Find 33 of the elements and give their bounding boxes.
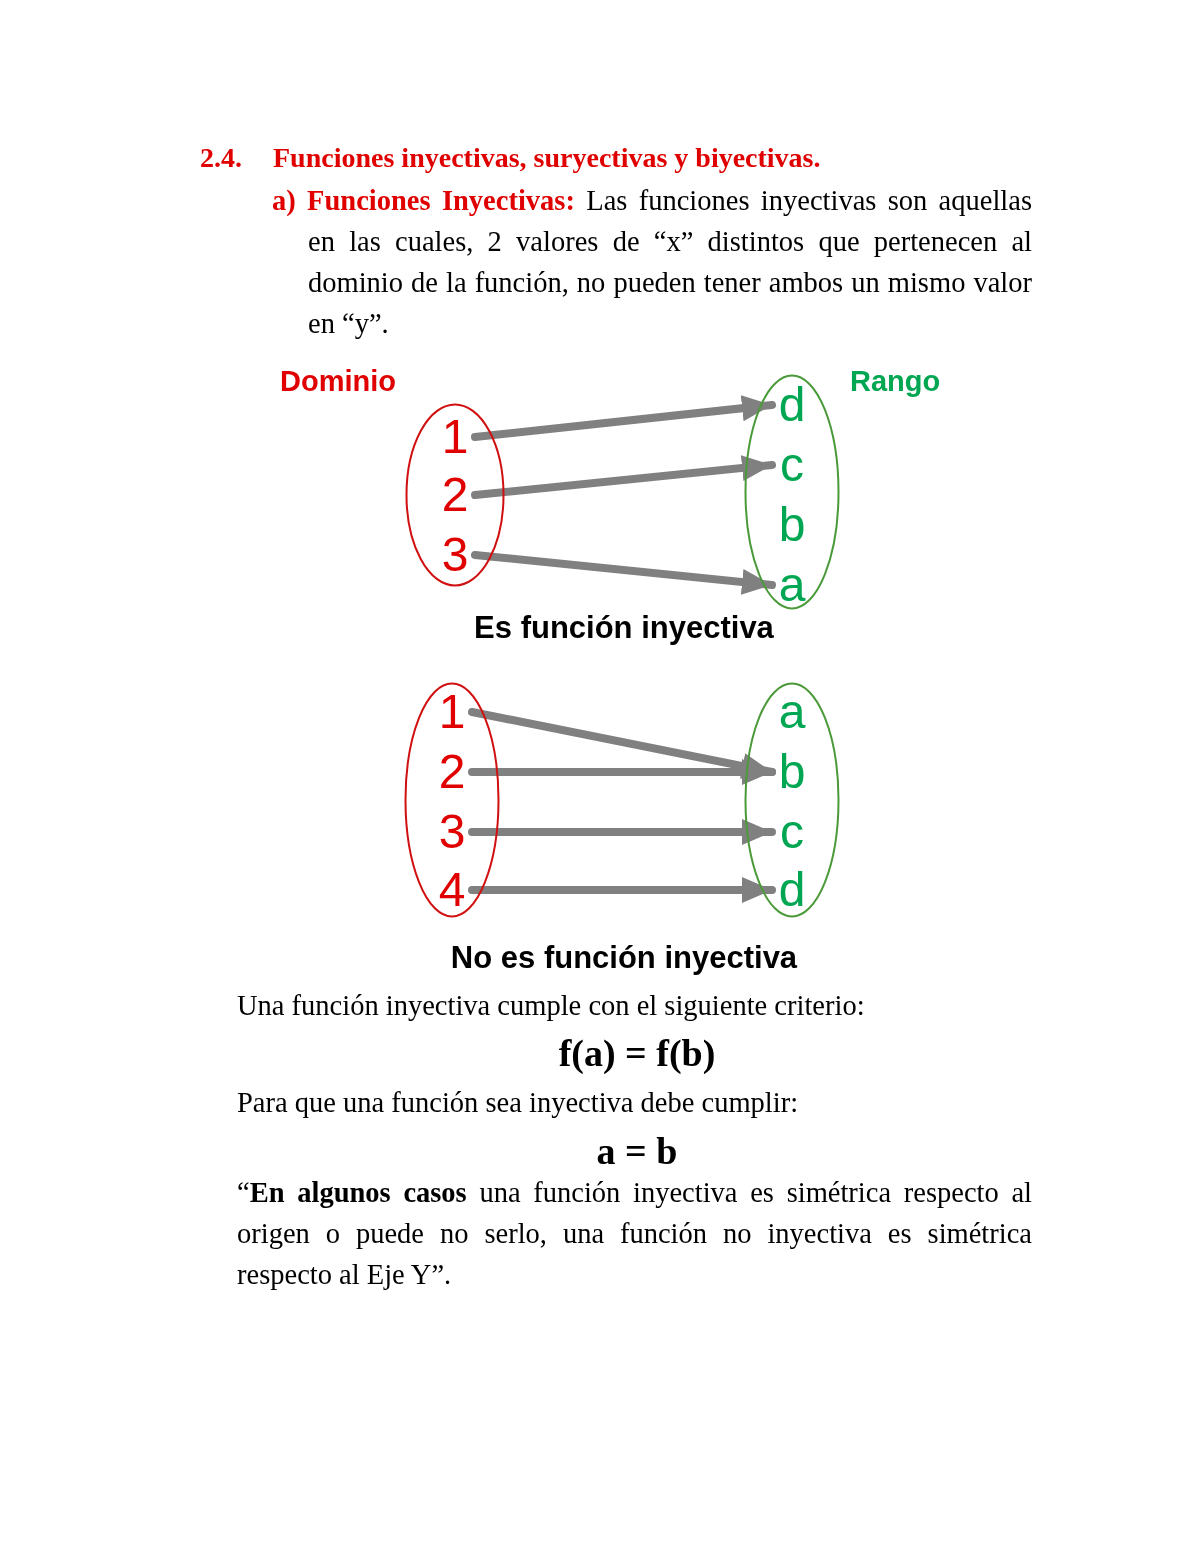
arrow	[471, 551, 776, 595]
set-element: 1	[435, 409, 475, 465]
arrow	[471, 395, 776, 441]
section-number: 2.4.	[200, 141, 243, 175]
diagram-caption: Es función inyectiva	[473, 610, 775, 646]
arrow	[471, 455, 776, 499]
set-element: b	[772, 497, 812, 553]
note-paragraph: “En algunos casos una función inyectiva es simétrica respecto al origen o puede no serlo, una función no inyectiva es simétrica respecto al Eje Y”.	[237, 1176, 1032, 1292]
set-element: a	[772, 684, 812, 740]
set-element: 3	[435, 527, 475, 583]
diagram-caption: No es función inyectiva	[449, 940, 799, 976]
definition-paragraph: a) Funciones Inyectivas: Las funciones inyectivas son aquellas en las cuales, 2 valores de “x” distintos que pertenecen al dominio de la función, no pueden tener ambos un mismo valor en “y”.	[272, 184, 1032, 341]
set-element: 4	[432, 862, 472, 918]
text-line: Para que una función sea inyectiva debe cumplir:	[237, 1086, 800, 1120]
set-heading: Dominio	[280, 365, 396, 398]
set-element: c	[772, 437, 812, 493]
text-line: Una función inyectiva cumple con el siguiente criterio:	[237, 989, 866, 1023]
set-element: d	[772, 862, 812, 918]
set-element: 2	[435, 467, 475, 523]
set-heading: Rango	[850, 365, 941, 398]
arrow	[468, 759, 776, 785]
set-element: 3	[432, 804, 472, 860]
arrow	[468, 877, 776, 903]
arrow	[468, 819, 776, 845]
set-element: b	[772, 744, 812, 800]
set-element: a	[772, 557, 812, 613]
section-title: Funciones inyectivas, suryectivas y biyectivas.	[273, 141, 822, 175]
set-element: 2	[432, 744, 472, 800]
set-element: c	[772, 804, 812, 860]
set-element: d	[772, 377, 812, 433]
formula: f(a) = f(b)	[557, 1031, 717, 1076]
set-element: 1	[432, 684, 472, 740]
formula: a = b	[595, 1129, 679, 1174]
